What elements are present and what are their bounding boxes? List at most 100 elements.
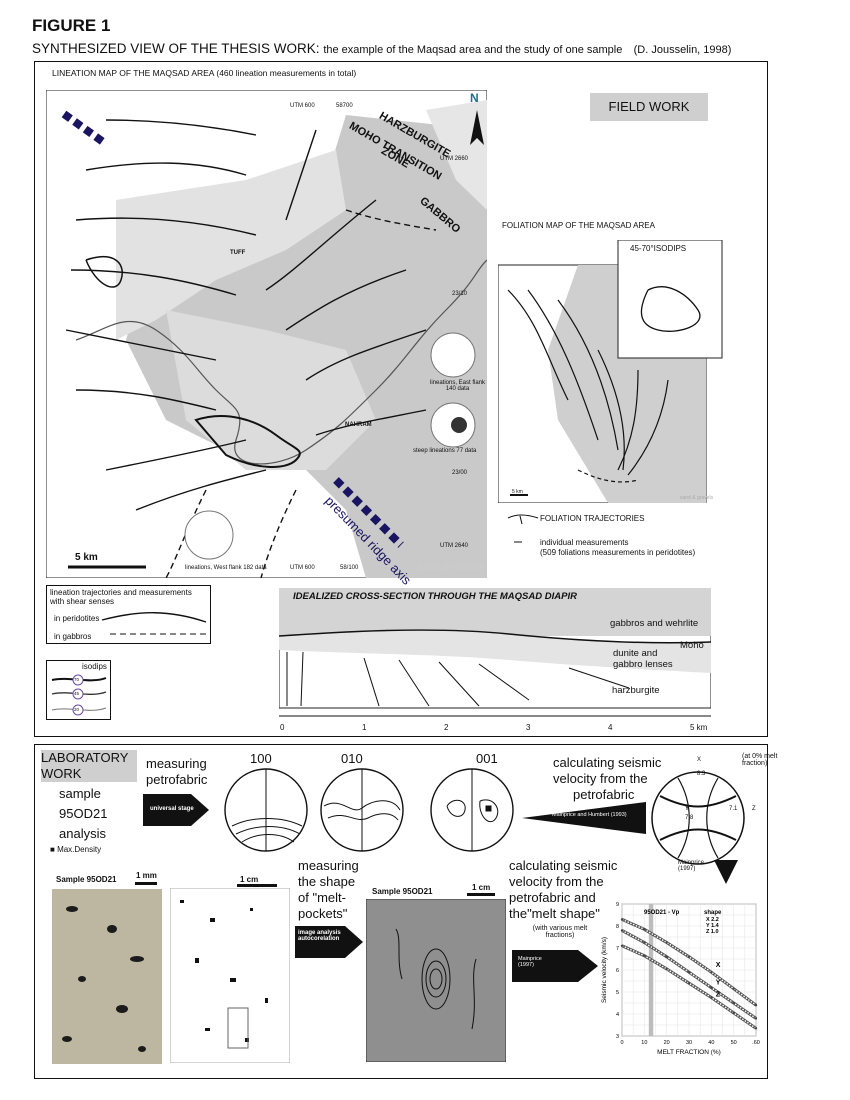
chart-title: 95OD21 - Vp: [644, 910, 680, 916]
foliation-map: [498, 240, 723, 503]
pocket: [138, 1046, 146, 1052]
figure-title: FIGURE 1: [32, 16, 111, 35]
binary-scale-bar: [237, 884, 277, 887]
petrofabric-word: petrofabric: [146, 772, 208, 787]
down-arrow-icon: [714, 860, 738, 884]
shape-line2: the shape: [298, 874, 356, 889]
velocity-contours-vertical: [677, 777, 719, 859]
contour-blob: [194, 414, 301, 468]
pocket: [180, 900, 184, 903]
lineation-map: [46, 90, 487, 578]
foliation-legend-count: (509 foliations measurements in peridoti…: [540, 548, 696, 557]
pole-figures: [224, 768, 514, 852]
utm-bottom-1: UTM 600: [290, 565, 315, 571]
arrow-shape: [143, 794, 209, 826]
contour: [395, 928, 477, 1030]
field-work-tag: FIELD WORK: [590, 93, 708, 121]
steep-density-blob: [451, 417, 467, 433]
pocket: [195, 958, 199, 963]
series-point-x: [732, 987, 735, 990]
shape-legend-item: Z 1.0: [706, 929, 719, 935]
x-tick-label: 0: [620, 1040, 623, 1046]
foliation-legend-traj: FOLIATION TRAJECTORIES: [540, 514, 645, 523]
series-point-x: [620, 918, 624, 921]
trajectory: [75, 389, 217, 411]
series-point-z: [687, 982, 691, 985]
trajectory: [75, 217, 257, 236]
pocket: [205, 1028, 210, 1031]
contour: [421, 948, 451, 1010]
y-tick-label: 9: [616, 902, 619, 908]
sand-gravels-label: sand & gravels: [418, 562, 485, 573]
measuring-word: measuring: [146, 756, 207, 771]
shape-legend-item: X 2.2: [706, 917, 719, 923]
pocket: [62, 1036, 72, 1042]
gabbros-layer: [279, 588, 711, 636]
sample-block: sample 95OD21 analysis: [59, 786, 107, 842]
z-value: 7.1: [729, 806, 738, 812]
pocket: [130, 956, 144, 962]
contour-small: [85, 256, 123, 288]
mainprice-humbert-label: Mainprice and Humbert (1993): [552, 812, 627, 818]
series-point-y: [732, 1001, 735, 1005]
calc2-line3: petrofabric and: [509, 890, 596, 905]
legend-tick: [519, 515, 523, 525]
foliation-line: [568, 667, 630, 689]
series-point-y: [687, 971, 691, 974]
binary-image: [170, 888, 290, 1063]
shape-legend-title: shape: [704, 910, 722, 916]
trajectory: [135, 469, 267, 511]
series-label-x: X: [716, 962, 721, 969]
foliation-legend-indiv: individual measurements: [540, 538, 629, 547]
series-point-x: [710, 971, 713, 974]
isodip-20-text: 20: [74, 707, 80, 712]
calc-line1: calculating seismic: [553, 755, 662, 770]
y-tick-label: 3: [616, 1034, 619, 1040]
cs-tick-3: 3: [526, 723, 531, 732]
series-point-x: [665, 941, 668, 944]
analysis-word: analysis: [59, 826, 106, 841]
trajectory-gabbro: [345, 209, 437, 231]
lab-tag-line1: LABORATORY: [41, 750, 129, 765]
foliation-sand-label: sand & gravels: [680, 495, 714, 501]
series-point-y: [620, 929, 624, 932]
trajectory-gabbro: [165, 489, 207, 578]
x-tick-label: 50: [731, 1040, 737, 1046]
pole-figure-001: [430, 768, 514, 852]
max-density-marker: [485, 805, 492, 812]
trajectory-gabbro: [260, 489, 297, 578]
cs-tick-1: 1: [362, 723, 367, 732]
foliation-trajectory: [627, 379, 669, 476]
stereonet-east-flank: [430, 332, 476, 378]
wadi-line: [75, 259, 487, 465]
lineation-trajectories: [65, 119, 437, 578]
subtitle-main: SYNTHESIZED VIEW OF THE THESIS WORK:: [32, 41, 320, 56]
pocket: [245, 1038, 249, 1042]
trajectory: [70, 269, 237, 296]
moho-line: [279, 629, 711, 644]
isodips-legend-box: [46, 660, 111, 720]
mainprice-1997-label: Mainprice (1997): [678, 860, 705, 872]
mainprice-humbert-arrow: [522, 802, 646, 834]
isodips-legend-lines: [51, 674, 107, 716]
north-arrow-icon: [470, 110, 484, 145]
binary-frame: [170, 888, 290, 1063]
series-point-z: [754, 1027, 758, 1030]
field-work-panel: [34, 61, 768, 737]
cs-gabbros-label: gabbros and wehrlite: [610, 618, 699, 629]
contour: [429, 968, 443, 990]
foliation-line: [398, 659, 430, 707]
pocket: [78, 976, 86, 982]
cs-gabbro-lenses-label: gabbro lenses: [613, 659, 673, 670]
x-axis-label: X: [697, 757, 702, 763]
autocorr-scale-bar: [467, 893, 495, 896]
calc-seismic-block: calculating seismic velocity from the pe…: [553, 755, 661, 803]
legend-gabbros: in gabbros: [54, 632, 92, 641]
utm-bottom-2: 58/100: [340, 565, 359, 571]
y-value: 7.8: [685, 815, 694, 821]
trajectory: [265, 199, 377, 291]
trajectory: [285, 129, 317, 221]
x-value: 8.3: [697, 771, 706, 777]
cross-section: [279, 588, 711, 717]
calc2-line2: velocity from the: [509, 874, 604, 889]
